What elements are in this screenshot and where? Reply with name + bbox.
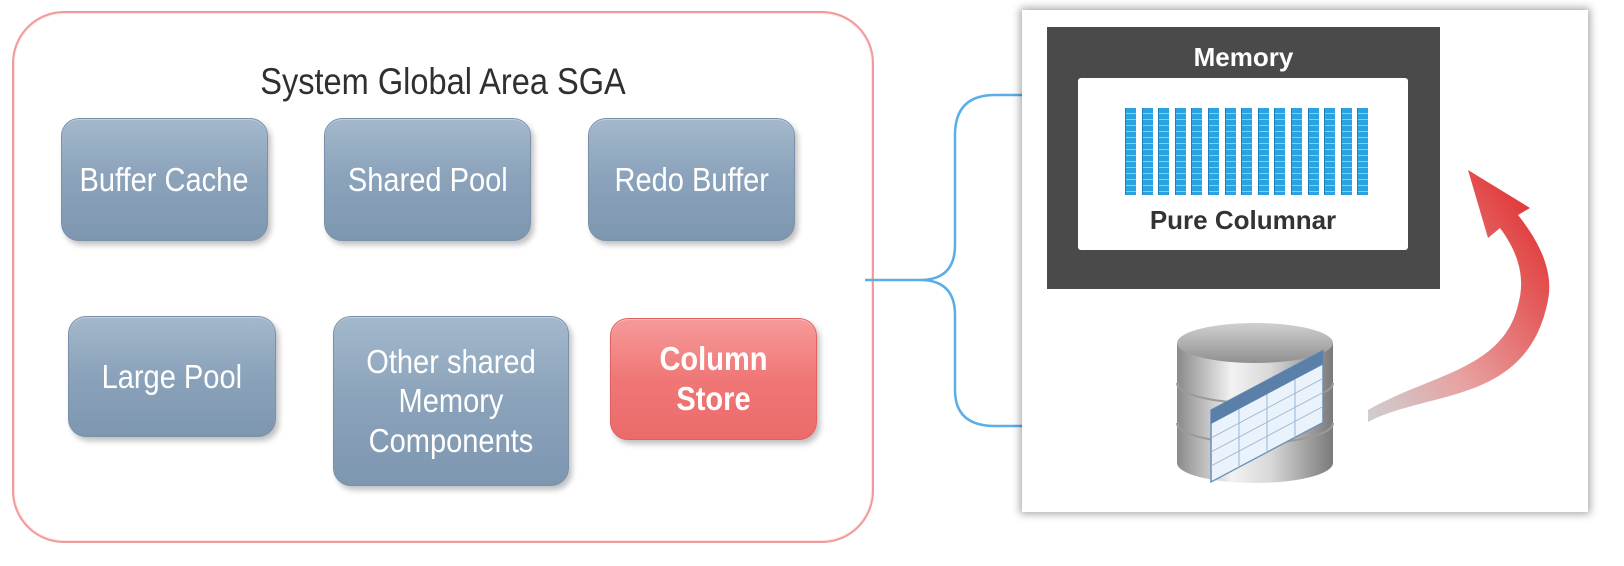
column-bar <box>1191 108 1203 195</box>
column-bar <box>1357 108 1369 195</box>
shared-pool-label: Shared Pool <box>347 160 508 198</box>
redo-buffer-block: Redo Buffer <box>588 118 795 241</box>
column-bar <box>1307 108 1319 195</box>
redo-buffer-label: Redo Buffer <box>614 160 769 198</box>
column-bar <box>1141 108 1153 195</box>
column-store-label: Column Store <box>659 340 768 417</box>
large-pool-label: Large Pool <box>101 357 243 395</box>
curved-arrow-icon <box>1368 170 1550 422</box>
column-store-block: Column Store <box>610 318 817 440</box>
column-bar <box>1174 108 1186 195</box>
other-shared-memory-block: Other shared Memory Components <box>333 316 569 486</box>
database-icon <box>1176 323 1334 484</box>
column-bar <box>1158 108 1170 195</box>
column-bar <box>1224 108 1236 195</box>
other-shared-memory-label: Other shared Memory Components <box>366 342 536 459</box>
column-bar <box>1241 108 1253 195</box>
memory-title: Memory <box>1193 42 1294 72</box>
sga-title: System Global Area SGA <box>260 61 626 102</box>
buffer-cache-label: Buffer Cache <box>80 160 249 198</box>
buffer-cache-block: Buffer Cache <box>61 118 268 241</box>
column-bar <box>1340 108 1352 195</box>
column-bar <box>1274 108 1286 195</box>
column-bar <box>1125 108 1136 195</box>
shared-pool-block: Shared Pool <box>324 118 531 241</box>
column-bar <box>1324 108 1336 195</box>
memory-panel: Memory Pure Columnar <box>1047 27 1440 289</box>
pure-columnar-caption: Pure Columnar <box>1149 205 1337 235</box>
column-bar <box>1208 108 1219 195</box>
column-bar <box>1257 108 1269 195</box>
columnar-memory-area: Pure Columnar <box>1078 78 1408 250</box>
column-bar <box>1291 108 1302 195</box>
large-pool-block: Large Pool <box>68 316 276 437</box>
